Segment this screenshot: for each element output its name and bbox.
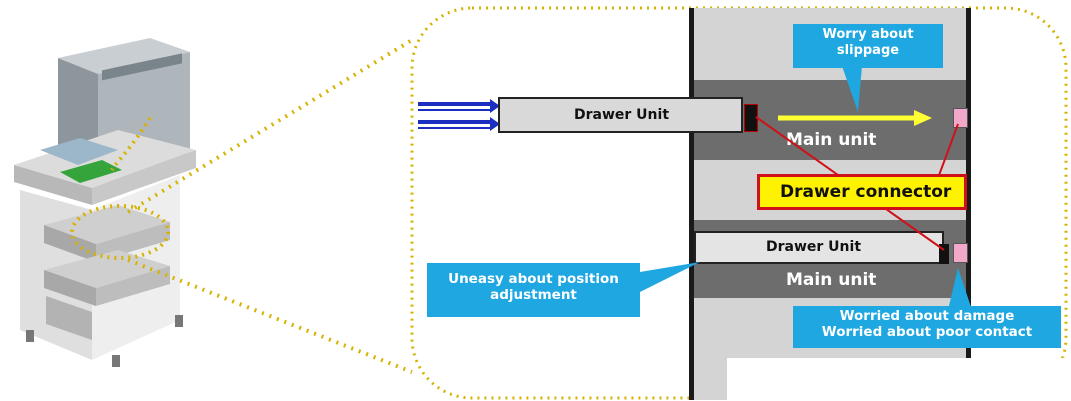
drawer-connector-label: Drawer connector [780, 182, 952, 202]
callout-damage: Worried about damage Worried about poor … [793, 306, 1061, 348]
slippage-pointer [842, 66, 862, 112]
blank-patch [727, 358, 1071, 401]
drawer-connector-box: Drawer connector [757, 174, 967, 210]
callout-damage-text: Worried about damage Worried about poor … [821, 308, 1033, 341]
main-unit-pin-top [953, 108, 968, 128]
right-rail [966, 8, 971, 400]
position-pointer [640, 262, 700, 292]
drawer-unit-top: Drawer Unit [498, 97, 743, 133]
main-unit-top-label: Main unit [786, 130, 877, 150]
drawer-unit-bottom-label: Drawer Unit [766, 239, 862, 255]
drawer-unit-top-label: Drawer Unit [574, 107, 670, 123]
callout-slippage-text: Worry about slippage [822, 27, 914, 58]
callout-position-text: Uneasy about position adjustment [448, 271, 619, 304]
device-illustration [14, 38, 196, 367]
main-unit-bottom-label: Main unit [786, 270, 877, 290]
highlight-ellipse [70, 204, 170, 260]
insert-arrows [418, 99, 500, 131]
callout-slippage: Worry about slippage [793, 24, 943, 68]
drawer-unit-bottom: Drawer Unit [694, 231, 944, 264]
damage-pointer [948, 268, 972, 310]
main-unit-pin-bottom [953, 243, 968, 263]
callout-position: Uneasy about position adjustment [427, 263, 640, 317]
machine-icon [14, 38, 196, 367]
drawer-connector-pin-bottom [939, 244, 949, 264]
zoom-line-bottom [127, 258, 413, 374]
slippage-arrow [778, 110, 932, 126]
left-rail [689, 8, 694, 400]
